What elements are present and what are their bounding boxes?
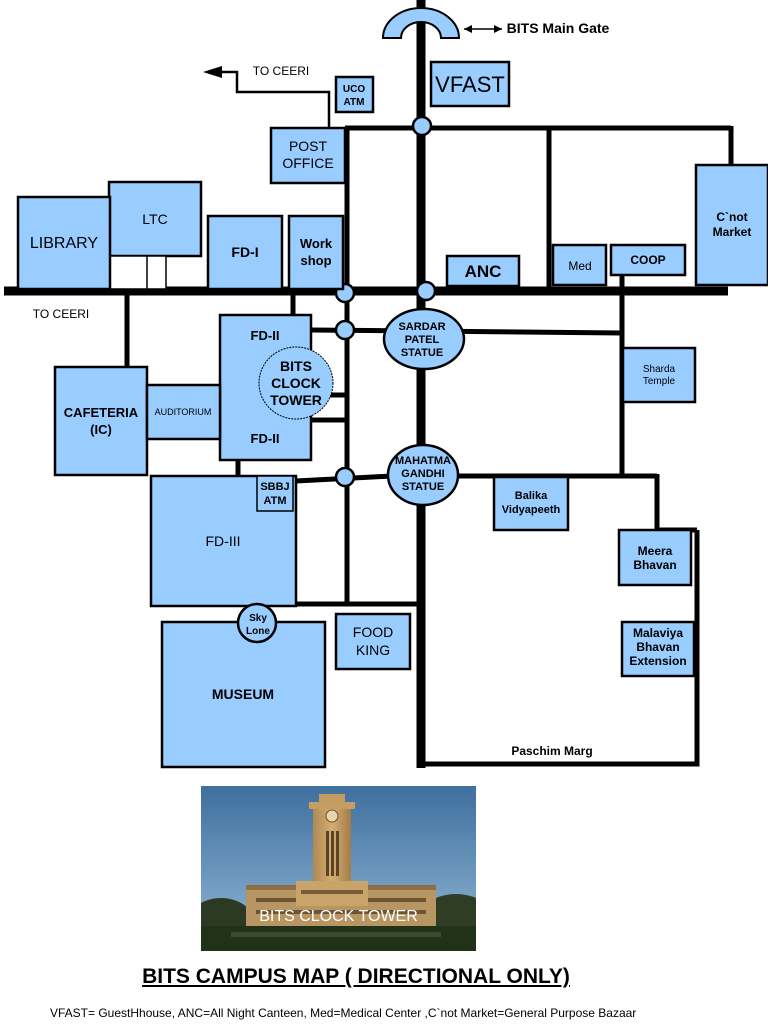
- gate-arch: [381, 7, 461, 39]
- main-gate: BITS Main Gate: [381, 7, 610, 39]
- building-clock-tower[interactable]: BITS CLOCK TOWER: [258, 346, 334, 420]
- building-label: Lone: [246, 626, 270, 637]
- building-label: SARDAR: [398, 321, 445, 333]
- building-label: AUDITORIUM: [155, 407, 212, 417]
- building-label: FD-II: [251, 328, 280, 343]
- building-label: VFAST: [435, 72, 505, 97]
- building-label: POST: [289, 138, 328, 154]
- building-coop[interactable]: COOP: [609, 243, 687, 277]
- building-label: KING: [356, 642, 390, 658]
- building-auditorium[interactable]: AUDITORIUM: [145, 383, 222, 441]
- building-label: BITS: [280, 358, 312, 374]
- building-label: FD-III: [206, 533, 241, 549]
- building-label: Vidyapeeth: [502, 504, 561, 516]
- paschim-marg-road: [418, 530, 700, 767]
- building-label: ATM: [263, 495, 286, 507]
- building-sharda-temple[interactable]: Sharda Temple: [621, 346, 697, 404]
- building-label: CAFETERIA: [64, 405, 139, 420]
- building-label: GANDHI: [401, 468, 444, 480]
- building-label: FOOD: [353, 624, 393, 640]
- junction: [411, 115, 433, 137]
- building-museum[interactable]: MUSEUM: [160, 620, 327, 769]
- sky-lone[interactable]: Sky Lone: [236, 602, 278, 644]
- building-label: Bhavan: [633, 558, 676, 572]
- sardar-patel-road: [310, 327, 623, 336]
- building-label: LTC: [142, 211, 167, 227]
- building-label: STATUE: [401, 347, 443, 359]
- building-label: ANC: [465, 262, 502, 281]
- gate-arrow-right: [494, 25, 502, 33]
- building-vfast[interactable]: VFAST: [429, 60, 511, 108]
- building-label: ATM: [344, 97, 365, 108]
- mahatma-gandhi-statue[interactable]: MAHATMA GANDHI STATUE: [386, 443, 460, 507]
- building-cnot-market[interactable]: C`not Market: [694, 163, 768, 287]
- gate-arrow-left: [464, 25, 472, 33]
- building-post-office[interactable]: POST OFFICE: [269, 126, 347, 185]
- clock-tower-illustration: [201, 786, 476, 951]
- building-label: Work: [300, 236, 333, 251]
- building-label: UCO: [343, 84, 365, 95]
- to-ceeri-top-arrow: [203, 66, 222, 78]
- ltc-annex: [108, 255, 167, 290]
- building-label: (IC): [90, 422, 112, 437]
- building-label: PATEL: [405, 334, 440, 346]
- building-food-king[interactable]: FOOD KING: [334, 612, 412, 671]
- building-label: Meera: [638, 544, 673, 558]
- junction: [334, 319, 356, 341]
- building-label: CLOCK: [271, 375, 321, 391]
- building-label: Sky: [249, 613, 267, 624]
- building-anc[interactable]: ANC: [445, 254, 521, 288]
- paschim-marg-label: Paschim Marg: [511, 744, 592, 758]
- building-label: Sharda: [643, 364, 676, 375]
- building-label: C`not: [716, 210, 747, 224]
- to-ceeri-top-road: [220, 70, 331, 128]
- building-label: Balika: [515, 490, 548, 502]
- building-label: Bhavan: [636, 640, 679, 654]
- map-title: BITS CAMPUS MAP ( DIRECTIONAL ONLY): [142, 965, 570, 988]
- building-workshop[interactable]: Work shop: [287, 214, 345, 291]
- junction: [415, 280, 437, 302]
- building-label: Malaviya: [633, 626, 683, 640]
- main-gate-label: BITS Main Gate: [507, 20, 610, 36]
- building-label: LIBRARY: [30, 235, 99, 252]
- building-label: FD-I: [231, 244, 258, 260]
- building-label: FD-II: [251, 431, 280, 446]
- building-label: SBBJ: [260, 481, 289, 493]
- building-label: Med: [568, 259, 591, 273]
- map-legend: VFAST= GuestHhouse, ANC=All Night Cantee…: [50, 1006, 637, 1020]
- building-fd1[interactable]: FD-I: [206, 214, 284, 291]
- building-label: Temple: [643, 376, 676, 387]
- building-library[interactable]: LIBRARY: [16, 195, 112, 291]
- building-label: Extension: [629, 654, 686, 668]
- to-ceeri-top-label: TO CEERI: [253, 64, 309, 78]
- building-ltc[interactable]: LTC: [107, 180, 203, 290]
- building-uco-atm[interactable]: UCO ATM: [334, 75, 375, 114]
- building-sbbj-atm[interactable]: SBBJ ATM: [256, 475, 294, 512]
- clock-tower-photo: BITS CLOCK TOWER: [201, 786, 476, 951]
- photo-caption: BITS CLOCK TOWER: [259, 908, 418, 925]
- campus-map: BITS Main Gate TO CEERI TO CEERI UCO ATM…: [4, 0, 768, 769]
- sardar-patel-statue[interactable]: SARDAR PATEL STATUE: [382, 307, 466, 371]
- junction: [334, 466, 356, 488]
- building-label: MUSEUM: [212, 686, 274, 702]
- building-label: shop: [300, 253, 331, 268]
- building-malaviya-bhavan-extension[interactable]: Malaviya Bhavan Extension: [620, 620, 696, 678]
- building-label: STATUE: [402, 481, 444, 493]
- building-label: TOWER: [270, 392, 322, 408]
- to-ceeri-left-label: TO CEERI: [33, 307, 89, 321]
- building-label: COOP: [630, 253, 665, 267]
- building-label: Market: [713, 225, 752, 239]
- building-balika-vidyapeeth[interactable]: Balika Vidyapeeth: [492, 475, 570, 532]
- building-cafeteria[interactable]: CAFETERIA (IC): [53, 365, 149, 477]
- building-label: OFFICE: [282, 155, 333, 171]
- building-meera-bhavan[interactable]: Meera Bhavan: [617, 528, 693, 587]
- building-med[interactable]: Med: [551, 243, 608, 287]
- building-label: MAHATMA: [395, 455, 451, 467]
